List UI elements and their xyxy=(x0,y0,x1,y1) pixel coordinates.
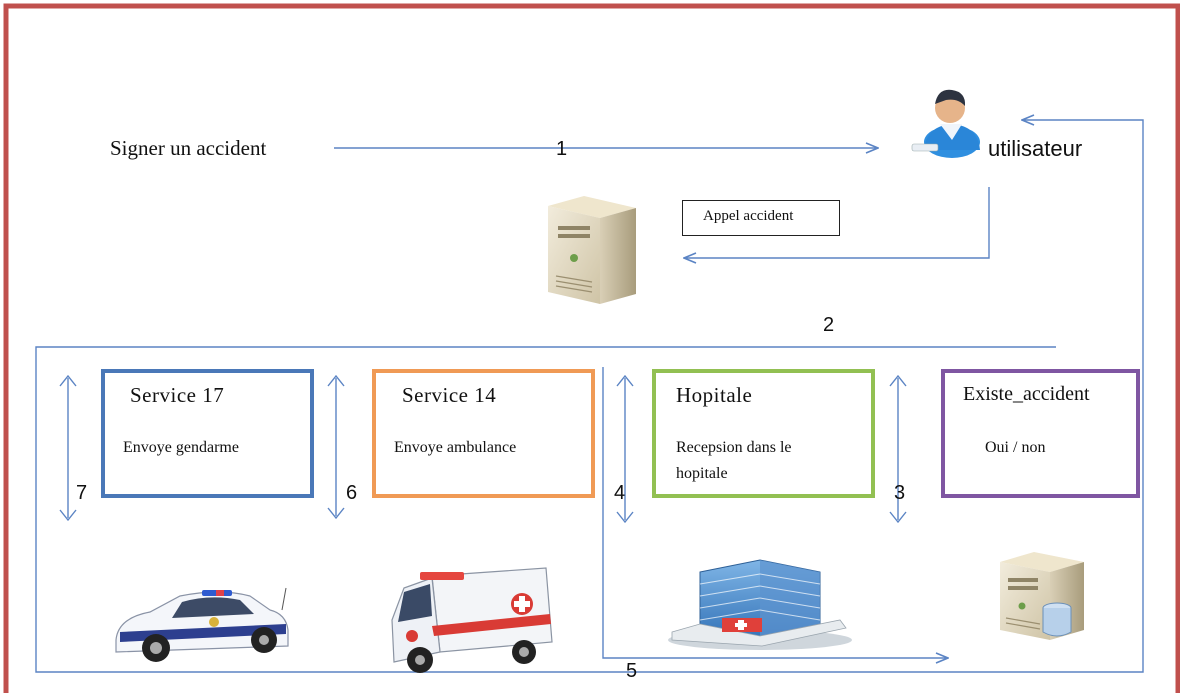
step-number-6: 6 xyxy=(346,482,358,504)
step-number-7: 7 xyxy=(76,482,88,504)
top-label: Signer un accident xyxy=(110,136,267,160)
double-arrow-7 xyxy=(59,374,77,522)
step-number-1: 1 xyxy=(556,138,568,160)
user-label: utilisateur xyxy=(988,136,1083,161)
police-car-icon xyxy=(115,587,289,662)
arrow-user-to-server xyxy=(684,187,990,258)
hopitale-title: Hopitale xyxy=(676,383,753,407)
hopitale-box: Hopitale Recepsion dans le hopitale xyxy=(652,369,875,498)
service-14-text: Envoye ambulance xyxy=(394,439,517,456)
service-14-title: Service 14 xyxy=(402,383,497,407)
step-number-4: 4 xyxy=(614,482,626,504)
step-number-5: 5 xyxy=(626,660,638,682)
ambulance-icon xyxy=(391,567,553,673)
server-icon xyxy=(548,196,636,304)
step-number-2: 2 xyxy=(823,314,835,336)
appel-accident-box: Appel accident xyxy=(682,200,840,236)
outer-frame xyxy=(3,3,1180,693)
service-14-box: Service 14 Envoye ambulance xyxy=(372,369,595,498)
double-arrow-3 xyxy=(889,374,907,524)
existe-accident-box: Existe_accident Oui / non xyxy=(941,369,1140,498)
existe-accident-title: Existe_accident xyxy=(963,383,1090,405)
double-arrow-4 xyxy=(616,374,634,524)
hospital-building-icon xyxy=(668,559,852,650)
arrow-5 xyxy=(602,367,948,658)
double-arrow-6 xyxy=(327,374,345,520)
step-number-3: 3 xyxy=(894,482,906,504)
user-icon xyxy=(911,89,980,158)
loop-line xyxy=(35,120,1144,673)
existe-accident-text: Oui / non xyxy=(985,439,1046,456)
database-server-icon xyxy=(1000,552,1084,640)
appel-label: Appel accident xyxy=(703,208,794,224)
hopitale-text: Recepsion dans le hopitale xyxy=(676,439,792,482)
service-17-title: Service 17 xyxy=(130,383,225,407)
service-17-text: Envoye gendarme xyxy=(123,439,239,456)
service-17-box: Service 17 Envoye gendarme xyxy=(101,369,314,498)
